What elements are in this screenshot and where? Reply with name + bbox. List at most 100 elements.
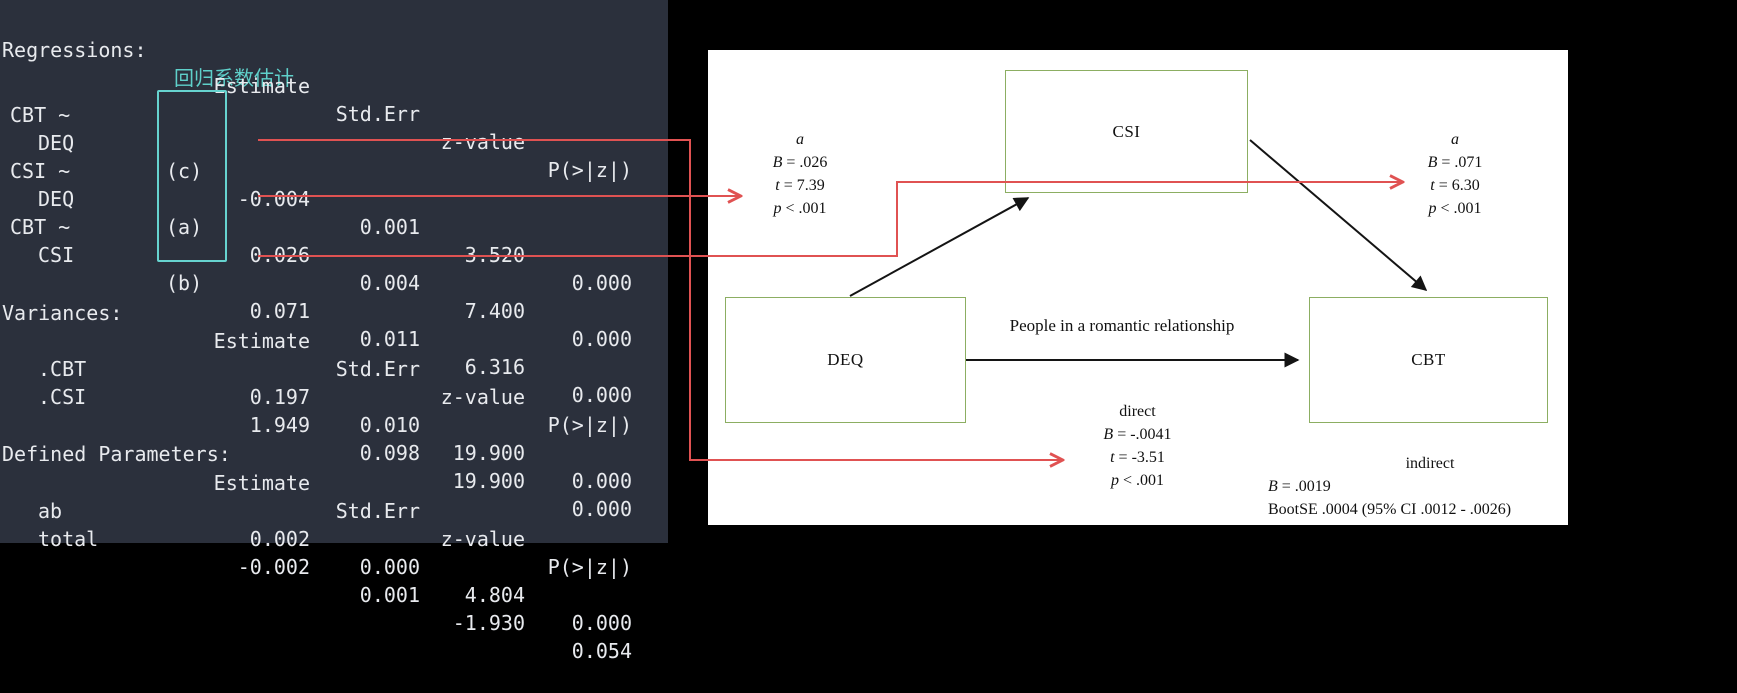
header-std-err: Std.Err: [335, 102, 420, 126]
mediator-box: CSI: [1005, 70, 1248, 193]
stat-value: = .0019: [1277, 478, 1331, 495]
direct-label: direct: [1119, 403, 1156, 420]
stat-value: < .001: [1118, 472, 1165, 489]
regression-group: CBT ~: [0, 185, 668, 239]
header-p-value: P(>|z|): [547, 555, 632, 579]
direct-effect-stats: direct B = -.0041 t = -3.51 p < .001: [1060, 400, 1215, 492]
stat-line: t = 7.39: [735, 174, 865, 197]
header-std-err: Std.Err: [335, 499, 420, 523]
column-headers-regressions: Estimate Std.Err z-value P(>|z|): [0, 44, 668, 182]
estimate-cell: 0.002: [249, 527, 310, 551]
outcome-label: CBT: [1411, 350, 1446, 369]
stat-symbol: t: [1110, 449, 1115, 466]
std-err-cell: 0.000: [359, 555, 420, 579]
indirect-effect-stats: B = .0019 BootSE .0004 (95% CI .0012 - .…: [1268, 475, 1563, 521]
p-value-cell: 0.000: [571, 469, 632, 493]
stat-symbol: B: [1268, 478, 1278, 495]
indirect-label: indirect: [1405, 455, 1455, 472]
stat-line: B = -.0041: [1060, 423, 1215, 446]
stat-value: = .026: [782, 154, 828, 171]
regression-group: CBT ~: [0, 73, 668, 127]
group-label: CBT ~: [10, 103, 71, 127]
row-variable: .CSI: [38, 385, 87, 409]
stat-value: = 7.39: [779, 177, 825, 194]
defined-parameters-title-line: Defined Parameters:: [0, 412, 668, 466]
outcome-box: CBT: [1309, 297, 1548, 423]
estimate-cell: -0.002: [237, 555, 310, 579]
stat-line: p < .001: [735, 197, 865, 220]
path-a-stats: a B = .026 t = 7.39 p < .001: [735, 128, 865, 220]
stat-symbol: t: [1430, 177, 1435, 194]
row-variable: total: [38, 527, 99, 551]
stat-value: < .001: [1436, 200, 1482, 217]
row-variable: .CBT: [38, 357, 87, 381]
regression-group: CSI ~: [0, 129, 668, 183]
variances-title-line: Variances:: [0, 271, 668, 325]
defined-parameters-title: Defined Parameters:: [2, 442, 231, 466]
group-label: CSI ~: [10, 159, 71, 183]
mediator-label: CSI: [1112, 121, 1141, 141]
path-b-stats: a B = .071 t = 6.30 p < .001: [1390, 128, 1520, 220]
header-z-value: z-value: [440, 385, 525, 409]
p-value-cell: 0.000: [571, 611, 632, 635]
stat-value: = -3.51: [1114, 449, 1165, 466]
header-z-value: z-value: [440, 527, 525, 551]
row-variable: CSI: [38, 243, 75, 267]
row-variable: DEQ: [38, 187, 75, 211]
stat-value: = .071: [1437, 154, 1483, 171]
cjk-annotation: 回归系数估计: [174, 66, 294, 90]
row-variable: DEQ: [38, 131, 75, 155]
stat-value: = 6.30: [1434, 177, 1480, 194]
terminal-panel: Regressions: 回归系数估计 Estimate Std.Err z-v…: [0, 0, 668, 663]
header-estimate: Estimate: [213, 471, 310, 495]
stat-symbol: B: [1103, 426, 1114, 443]
p-value-cell: 0.054: [571, 639, 632, 663]
tag-highlight-box: [157, 90, 227, 262]
stage: Regressions: 回归系数估计 Estimate Std.Err z-v…: [0, 0, 1568, 663]
predictor-label: DEQ: [827, 350, 864, 369]
regressions-title: Regressions:: [2, 38, 147, 62]
path-tag-a: (a): [166, 215, 203, 239]
indirect-effect-label: indirect: [1365, 452, 1495, 475]
path-b-label: a: [1451, 131, 1459, 148]
path-tag-b: (b): [166, 271, 203, 295]
header-estimate: Estimate: [213, 74, 310, 98]
stat-symbol: p: [1110, 472, 1119, 489]
z-value-cell: 19.900: [452, 469, 525, 493]
bootse-line: BootSE .0004 (95% CI .0012 - .0026): [1268, 501, 1512, 518]
p-value-cell: 0.000: [571, 383, 632, 407]
diagram-panel: CSI DEQ CBT People in a romantic relatio…: [708, 50, 1568, 525]
column-headers-variances: Estimate Std.Err z-value P(>|z|): [0, 299, 668, 437]
stat-line: t = -3.51: [1060, 446, 1215, 469]
defined-parameter-row: total -0.002 0.001 -1.930 0.054: [0, 497, 668, 663]
std-err-cell: 0.001: [359, 583, 420, 607]
predictor-box: DEQ: [725, 297, 966, 423]
variance-row: .CBT 0.197 0.010 19.900 0.000: [0, 327, 668, 493]
path-tag-c: (c): [166, 159, 203, 183]
stat-line: p < .001: [1060, 469, 1215, 492]
stat-line: p < .001: [1390, 197, 1520, 220]
stat-symbol: B: [772, 154, 783, 171]
variances-title: Variances:: [2, 301, 123, 325]
regression-row: DEQ (c) -0.004 0.001 -3.520 0.000: [0, 101, 668, 295]
column-headers-defined: Estimate Std.Err z-value P(>|z|): [0, 441, 668, 579]
estimate-cell: 0.197: [249, 385, 310, 409]
sample-note: People in a romantic relationship: [1009, 316, 1235, 335]
defined-parameter-row: ab 0.002 0.000 4.804 0.000: [0, 469, 668, 635]
p-value-cell: 0.000: [571, 497, 632, 521]
regression-row: DEQ (a) 0.026 0.004 7.400 0.000: [0, 157, 668, 351]
variance-row: .CSI 1.949 0.098 19.900 0.000: [0, 355, 668, 521]
stat-line: B = .026: [735, 151, 865, 174]
stat-value: = -.0041: [1113, 426, 1172, 443]
stat-symbol: p: [1428, 200, 1437, 217]
regression-row: CSI (b) 0.071 0.011 6.316 0.000: [0, 213, 668, 407]
z-value-cell: 4.804: [464, 583, 525, 607]
row-variable: ab: [38, 499, 63, 523]
stat-symbol: B: [1427, 154, 1438, 171]
stat-value: < .001: [781, 200, 827, 217]
regressions-title-line: Regressions: 回归系数估计: [0, 8, 668, 90]
z-value-cell: -1.930: [452, 611, 525, 635]
stat-line: t = 6.30: [1390, 174, 1520, 197]
path-a-label: a: [796, 131, 804, 148]
stat-line: B = .071: [1390, 151, 1520, 174]
